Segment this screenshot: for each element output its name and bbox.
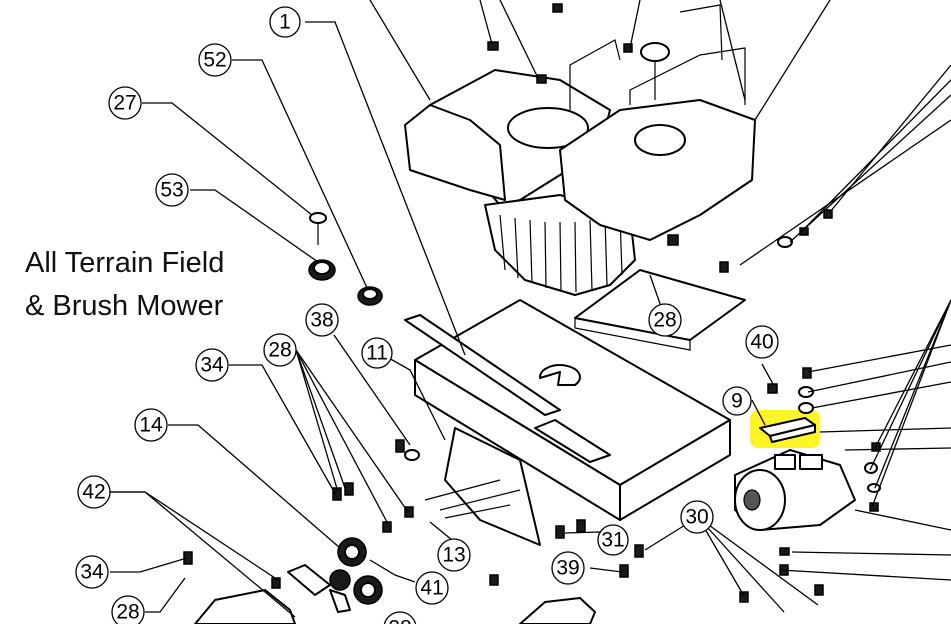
callout-38: 38 [305, 303, 339, 337]
callout-41-label: 41 [420, 577, 443, 600]
bracket-part-9 [759, 417, 816, 443]
callout-28-left: 28 [263, 333, 297, 367]
electric-motor [734, 449, 856, 531]
callout-31-label: 31 [601, 529, 624, 552]
callout-53-label: 53 [160, 179, 183, 202]
callout-30: 30 [680, 500, 714, 534]
callout-40-label: 40 [750, 331, 773, 354]
callout-11-label: 11 [366, 342, 388, 365]
side-plate [444, 427, 541, 546]
callout-1-label: 1 [279, 11, 291, 34]
diagram-title-line-2: & Brush Mower [25, 290, 224, 322]
callout-34-upper-label: 34 [200, 354, 224, 377]
engine [404, 4, 756, 296]
callout-53: 53 [155, 173, 189, 207]
lower-center-part [519, 597, 596, 624]
callout-14: 14 [134, 408, 168, 442]
callout-34-upper: 34 [195, 348, 229, 382]
leader-lines [110, 0, 951, 618]
callout-28-bottom-center-label: 28 [388, 617, 411, 624]
callout-52: 52 [198, 43, 232, 77]
hardware-bolts [183, 3, 881, 603]
seal-parts [308, 212, 383, 306]
callout-13-label: 13 [442, 544, 465, 567]
callout-42-label: 42 [82, 481, 105, 504]
callout-31: 31 [597, 524, 629, 556]
callout-34-lower-label: 34 [80, 561, 104, 584]
diagram-title-line-1: All Terrain Field [25, 247, 224, 279]
callout-42: 42 [77, 475, 111, 509]
callout-28-mount: 28 [648, 303, 682, 337]
callout-14-label: 14 [139, 414, 163, 437]
lower-housing [194, 589, 296, 624]
callout-34-lower: 34 [75, 555, 109, 589]
callout-52-label: 52 [203, 49, 226, 72]
callout-39-label: 39 [556, 557, 579, 580]
callout-39: 39 [551, 551, 585, 585]
callout-28-mount-label: 28 [653, 309, 676, 332]
callout-30-label: 30 [685, 506, 708, 529]
callout-9-label: 9 [731, 390, 743, 413]
callout-40: 40 [745, 325, 779, 359]
callout-13: 13 [437, 538, 471, 572]
callout-38-label: 38 [310, 309, 333, 332]
callout-28-left-label: 28 [268, 339, 291, 362]
callout-1: 1 [269, 6, 301, 38]
callout-11: 11 [361, 337, 393, 369]
deck-frame [404, 299, 731, 521]
callout-28-bottom-left: 28 [111, 595, 145, 624]
callout-41: 41 [415, 571, 449, 605]
callout-28-bottom-center: 28 [383, 611, 417, 624]
callout-27-label: 27 [113, 92, 136, 115]
callout-27: 27 [108, 86, 142, 120]
callout-9: 9 [722, 386, 752, 416]
callout-28-bottom-left-label: 28 [116, 601, 139, 624]
idler-assembly [287, 537, 383, 613]
